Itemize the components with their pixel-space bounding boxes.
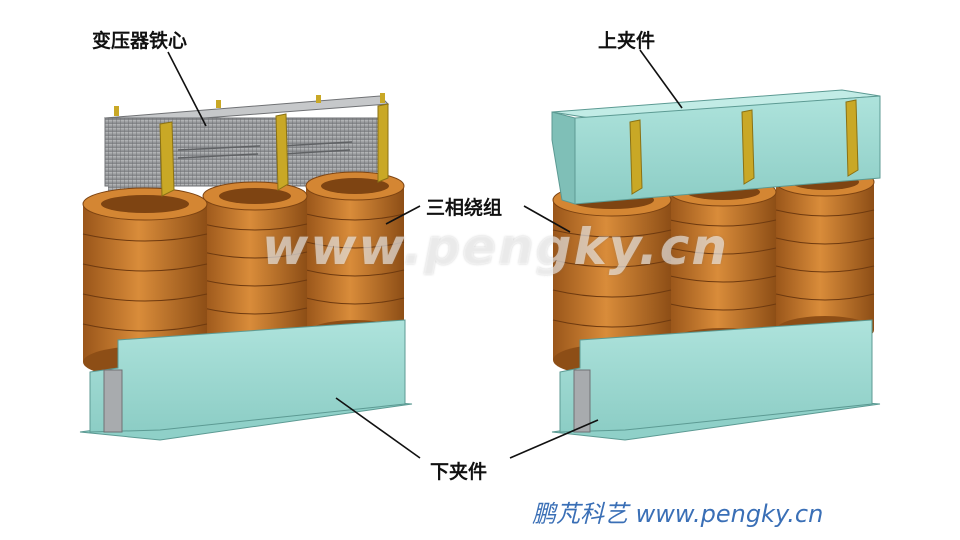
right-coil-3 [775,167,875,344]
leader-core [167,51,207,127]
label-lower-clamp: 下夹件 [430,461,488,483]
right-transformer [551,89,881,441]
leader-lines [167,49,683,459]
left-transformer [79,93,413,441]
leader-windings-left [385,205,421,225]
label-windings: 三相绕组 [426,197,503,219]
label-core: 变压器铁心 [92,30,188,52]
label-upper-clamp: 上夹件 [598,30,656,52]
watermark: www.pengky.cn [262,218,729,276]
left-lower-clamp [89,319,406,433]
left-leads [159,103,389,197]
leader-lower-clamp-right [509,419,599,459]
leader-windings-right [523,205,571,233]
right-leads [629,99,859,195]
leader-upper-clamp [639,49,683,109]
leader-lower-clamp-left [335,397,421,459]
brand-footer: 鹏芃科艺 www.pengky.cn [532,500,824,528]
right-upper-clamp [551,89,881,205]
